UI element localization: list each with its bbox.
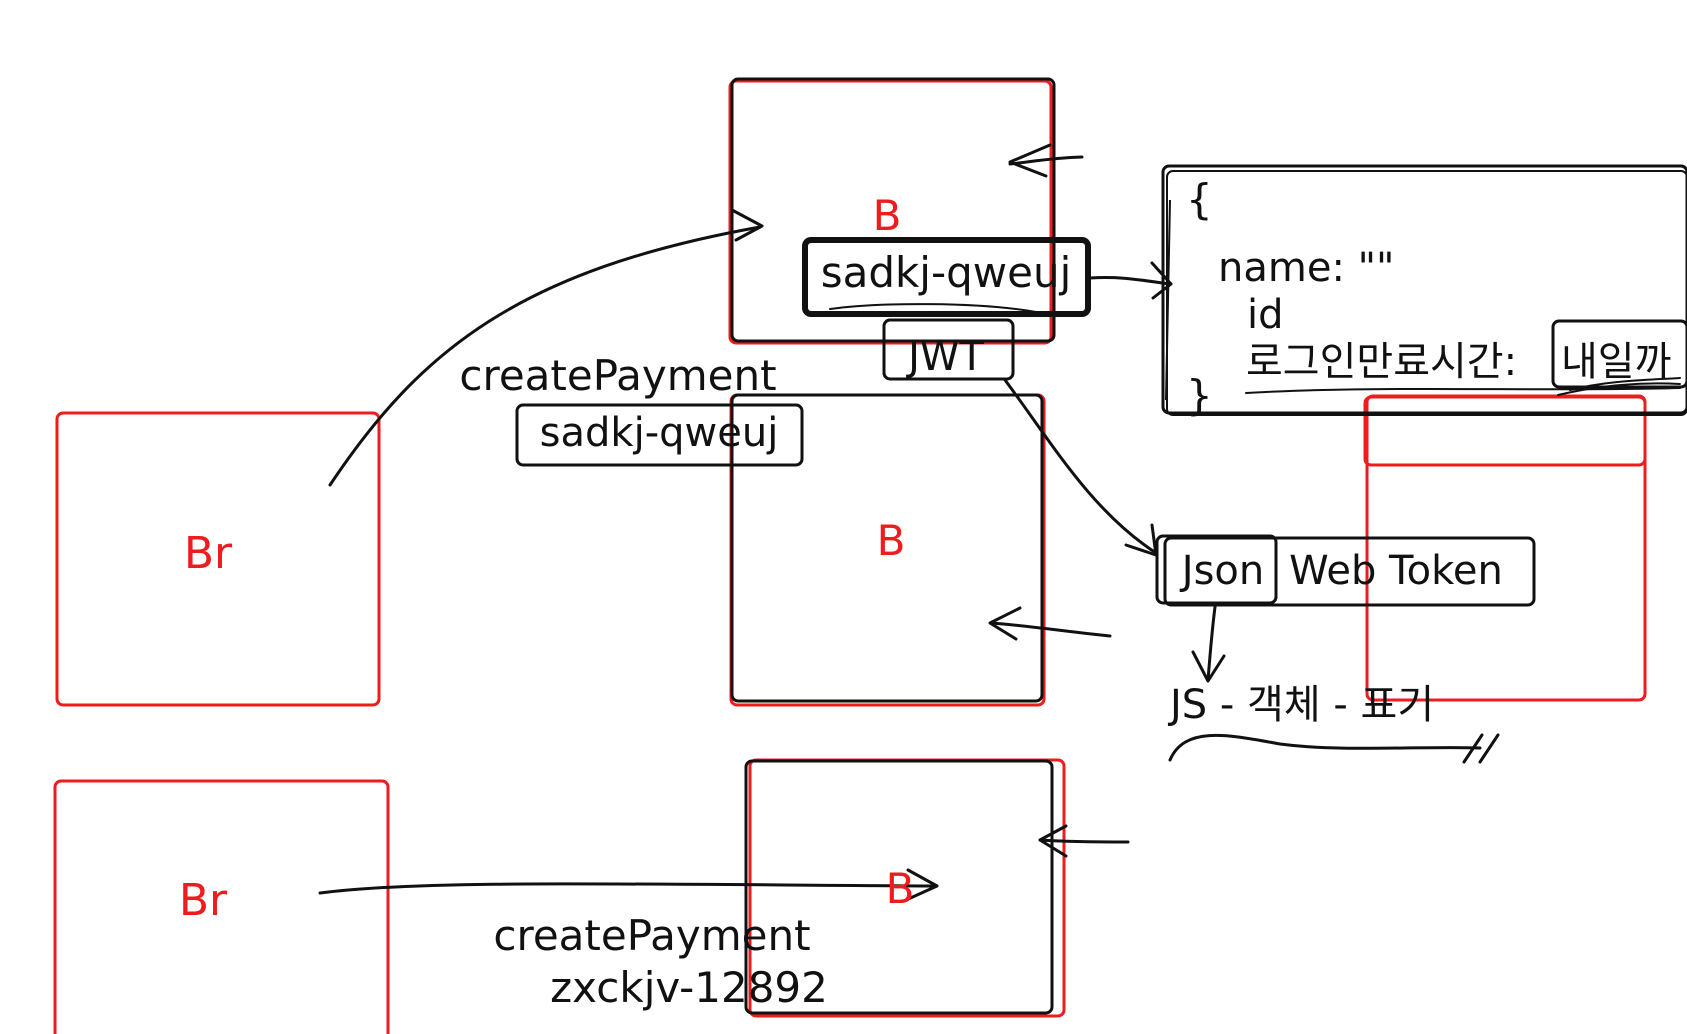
expiry-scribble: [1557, 377, 1681, 396]
arrowhead-jwt-to-json-web-token: [1124, 523, 1158, 557]
jwt-text: JWT: [905, 334, 984, 380]
server-label-top: B: [873, 191, 902, 240]
arrowhead-server-top: [730, 208, 764, 242]
arrowhead-token-to-object: [1150, 261, 1173, 300]
expiry-value-box: [1551, 319, 1687, 389]
token-text-top: sadkj-qweuj: [821, 248, 1072, 297]
js-note-slash-2: [1478, 733, 1500, 764]
create-payment-text-1: createPayment: [459, 351, 776, 400]
arrow-token-to-object: [1088, 275, 1172, 286]
json-word-text: Json: [1179, 548, 1264, 594]
web-token-text: Web Token: [1289, 548, 1503, 594]
arrow-into-server-bottom: [1038, 838, 1130, 844]
js-note-text: JS - 객체 - 표기: [1167, 682, 1434, 728]
jwt-box: [882, 318, 1015, 381]
arrowhead-into-server-bottom: [1038, 824, 1068, 858]
object-left-brace-stroke: [1165, 199, 1171, 401]
server-box-top-red: [728, 79, 1053, 345]
arrowhead-json-to-js-note: [1191, 650, 1226, 683]
arrow-json-to-js-note: [1206, 605, 1217, 682]
object-name-line: name: "": [1218, 245, 1394, 291]
js-note-slash-1: [1462, 733, 1484, 764]
server-box-middle-black: [730, 393, 1044, 703]
token-text-middle: sadkj-qweuj: [540, 410, 779, 456]
server-label-middle: B: [877, 516, 906, 565]
arrowhead-into-server-top: [1008, 143, 1052, 178]
arrowhead-server-bottom: [904, 868, 939, 902]
browser-label-top: Br: [184, 528, 233, 579]
arrow-browser-to-server-top: [328, 225, 762, 487]
token-box-top: [802, 237, 1091, 317]
arrow-into-server-middle: [990, 621, 1112, 638]
create-payment-text-2: createPayment: [493, 911, 810, 960]
object-expiry-value: 내일까: [1561, 339, 1671, 385]
json-object-box-inner: [1166, 170, 1687, 416]
arrow-browser-to-server-bottom: [318, 882, 937, 895]
payment-id-text: zxckjv-12892: [550, 963, 828, 1012]
token-underline: [829, 303, 1037, 313]
server-box-bottom-black: [744, 759, 1054, 1015]
json-web-token-box: [1163, 536, 1536, 607]
arrow-jwt-to-json-web-token: [1003, 378, 1158, 555]
object-expiry-label: 로그인만료시간:: [1246, 339, 1517, 385]
arrows: [318, 143, 1681, 902]
browser-box-top: [55, 411, 381, 707]
object-open-brace: {: [1186, 175, 1213, 224]
browser-label-bottom: Br: [179, 875, 228, 926]
js-note-underline: [1168, 734, 1482, 762]
browser-box-bottom: [53, 779, 390, 1034]
json-word-box: [1155, 534, 1278, 605]
extra-box-right-header-red: [1363, 395, 1647, 467]
server-label-bottom: B: [886, 864, 915, 913]
object-id-line: id: [1247, 292, 1284, 338]
expiry-underline: [1245, 387, 1681, 394]
object-close-brace: }: [1186, 371, 1213, 420]
arrowhead-into-server-middle: [988, 606, 1022, 641]
token-box-middle: [515, 403, 804, 467]
